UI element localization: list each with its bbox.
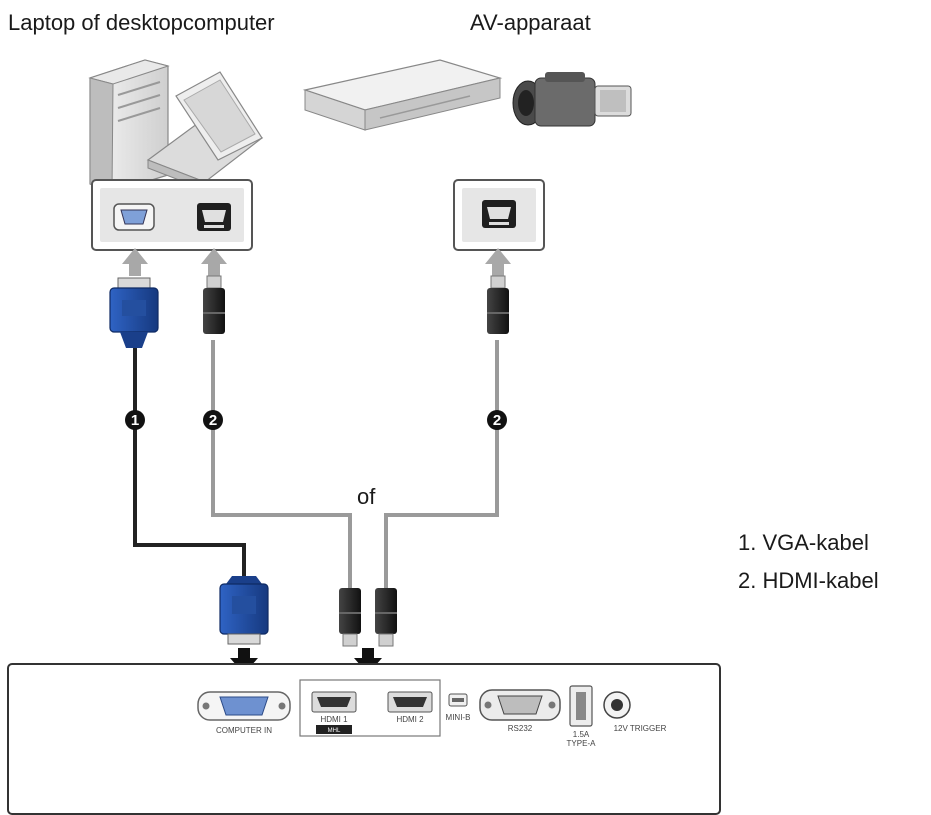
mini-usb-port-icon xyxy=(448,693,468,707)
hdmi1-label: HDMI 1 xyxy=(320,715,348,724)
hdmi-socket-icon xyxy=(197,203,231,231)
av-port-panel xyxy=(453,179,545,251)
hdmi-cable-av xyxy=(384,340,499,590)
usb-port-icon xyxy=(569,685,593,727)
hdmi-connector-icon xyxy=(203,275,225,334)
computer-source-label: Laptop of desktopcomputer xyxy=(8,10,275,35)
cable-number-badge: 1 xyxy=(125,410,145,430)
cable-number-badge: 2 xyxy=(487,410,507,430)
rs232-label: RS232 xyxy=(508,724,533,733)
trigger-port-icon xyxy=(603,691,631,719)
computer-in-port-icon xyxy=(197,691,291,721)
usb-current-label: 1.5A xyxy=(573,730,590,739)
mini-b-label: MINI-B xyxy=(446,713,471,722)
legend-item-hdmi: 2. HDMI-kabel xyxy=(738,568,879,593)
svg-text:1: 1 xyxy=(131,412,139,429)
hdmi2-label: HDMI 2 xyxy=(396,715,424,724)
arrow-up-hdmi-icon xyxy=(201,248,227,276)
hdmi-port-group xyxy=(299,679,441,737)
vga-cable xyxy=(133,345,246,585)
hdmi-connector-icon xyxy=(487,275,509,334)
projector-rear-panel: COMPUTER IN HDMI 1 MHL HDMI 2 MINI-B RS2 xyxy=(7,663,721,815)
hdmi-socket-icon xyxy=(482,200,516,228)
computer-icon xyxy=(88,59,264,193)
hdmi-cable-computer xyxy=(211,340,352,590)
hdmi-connector-icon xyxy=(339,588,361,647)
av-device-icon xyxy=(302,59,632,131)
vga-connector-icon xyxy=(219,576,269,645)
vga-connector-icon xyxy=(109,277,159,348)
svg-text:2: 2 xyxy=(209,412,217,429)
hdmi-connector-icon xyxy=(375,588,397,647)
svg-text:2: 2 xyxy=(493,412,501,429)
hdmi1-mhl-label: MHL xyxy=(328,728,341,734)
hdmi2-port-icon xyxy=(387,691,433,713)
computer-port-panel xyxy=(91,179,253,251)
usb-type-label: TYPE-A xyxy=(567,739,597,748)
rs232-port-icon xyxy=(479,689,561,721)
arrow-up-vga-icon xyxy=(122,248,148,276)
av-source-label: AV-apparaat xyxy=(470,10,591,35)
vga-socket-icon xyxy=(113,203,155,231)
arrow-up-hdmi-av-icon xyxy=(485,248,511,276)
legend-item-vga: 1. VGA-kabel xyxy=(738,530,869,555)
cable-number-badge: 2 xyxy=(203,410,223,430)
or-label: of xyxy=(357,484,376,509)
cable-legend: 1. VGA-kabel 2. HDMI-kabel xyxy=(738,524,879,600)
trigger-label: 12V TRIGGER xyxy=(614,724,667,733)
computer-in-label: COMPUTER IN xyxy=(216,726,272,735)
hdmi1-port-icon xyxy=(311,691,357,713)
